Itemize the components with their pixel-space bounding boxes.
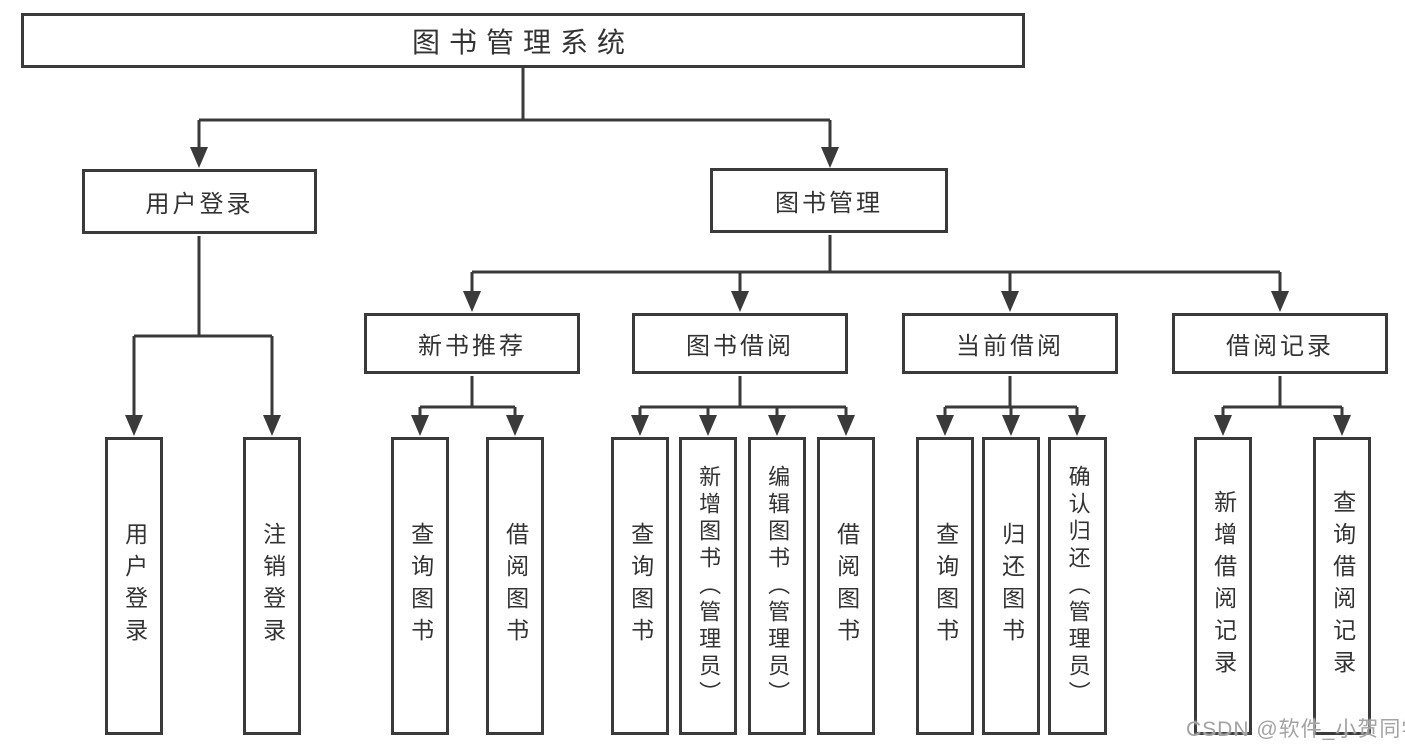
- leaf-borrow-books-newbooks: 借阅图书: [486, 437, 544, 735]
- leaf-add-books-admin: 新增图书（管理员）: [679, 437, 737, 735]
- node-borrowing-records: 借阅记录: [1172, 313, 1388, 374]
- leaf-label: 借阅图书: [833, 522, 860, 650]
- leaf-label: 查询图书: [407, 522, 434, 650]
- node-library-management-system: 图书管理系统: [21, 13, 1025, 68]
- node-user-login: 用户登录: [82, 169, 317, 234]
- leaf-label: 用户登录: [121, 522, 148, 650]
- leaf-confirm-return-admin: 确认归还（管理员）: [1048, 437, 1107, 735]
- leaf-return-books: 归还图书: [982, 437, 1040, 735]
- leaf-logout: 注销登录: [243, 437, 301, 735]
- leaf-user-login: 用户登录: [105, 437, 163, 735]
- arrowheads: [125, 147, 1351, 436]
- node-new-book-recommendation: 新书推荐: [364, 313, 580, 374]
- leaf-label: 注销登录: [259, 522, 286, 650]
- node-current-borrowing: 当前借阅: [902, 313, 1118, 374]
- leaf-label: 新增借阅记录: [1210, 490, 1237, 682]
- leaf-label: 确认归还（管理员）: [1065, 464, 1091, 708]
- leaf-borrow-books-borrowing: 借阅图书: [817, 437, 875, 735]
- leaf-query-books-newbooks: 查询图书: [391, 437, 449, 735]
- leaf-add-borrow-record: 新增借阅记录: [1194, 437, 1252, 735]
- leaf-label: 新增图书（管理员）: [696, 464, 722, 708]
- leaf-label: 借阅图书: [502, 522, 529, 650]
- leaf-edit-books-admin: 编辑图书（管理员）: [748, 437, 806, 735]
- leaf-label: 查询借阅记录: [1329, 490, 1356, 682]
- leaf-label: 归还图书: [998, 522, 1025, 650]
- node-book-management: 图书管理: [710, 168, 948, 233]
- leaf-label: 查询图书: [627, 522, 654, 650]
- leaf-label: 编辑图书（管理员）: [765, 464, 791, 708]
- leaf-query-books-current: 查询图书: [916, 437, 974, 735]
- leaf-query-books-borrowing: 查询图书: [611, 437, 669, 735]
- leaf-label: 查询图书: [932, 522, 959, 650]
- leaf-query-borrow-record: 查询借阅记录: [1313, 437, 1371, 735]
- csdn-watermark: CSDN @软件_小贺同学: [1186, 718, 1405, 741]
- node-book-borrowing: 图书借阅: [632, 313, 848, 374]
- connector-paths: [132, 68, 1344, 418]
